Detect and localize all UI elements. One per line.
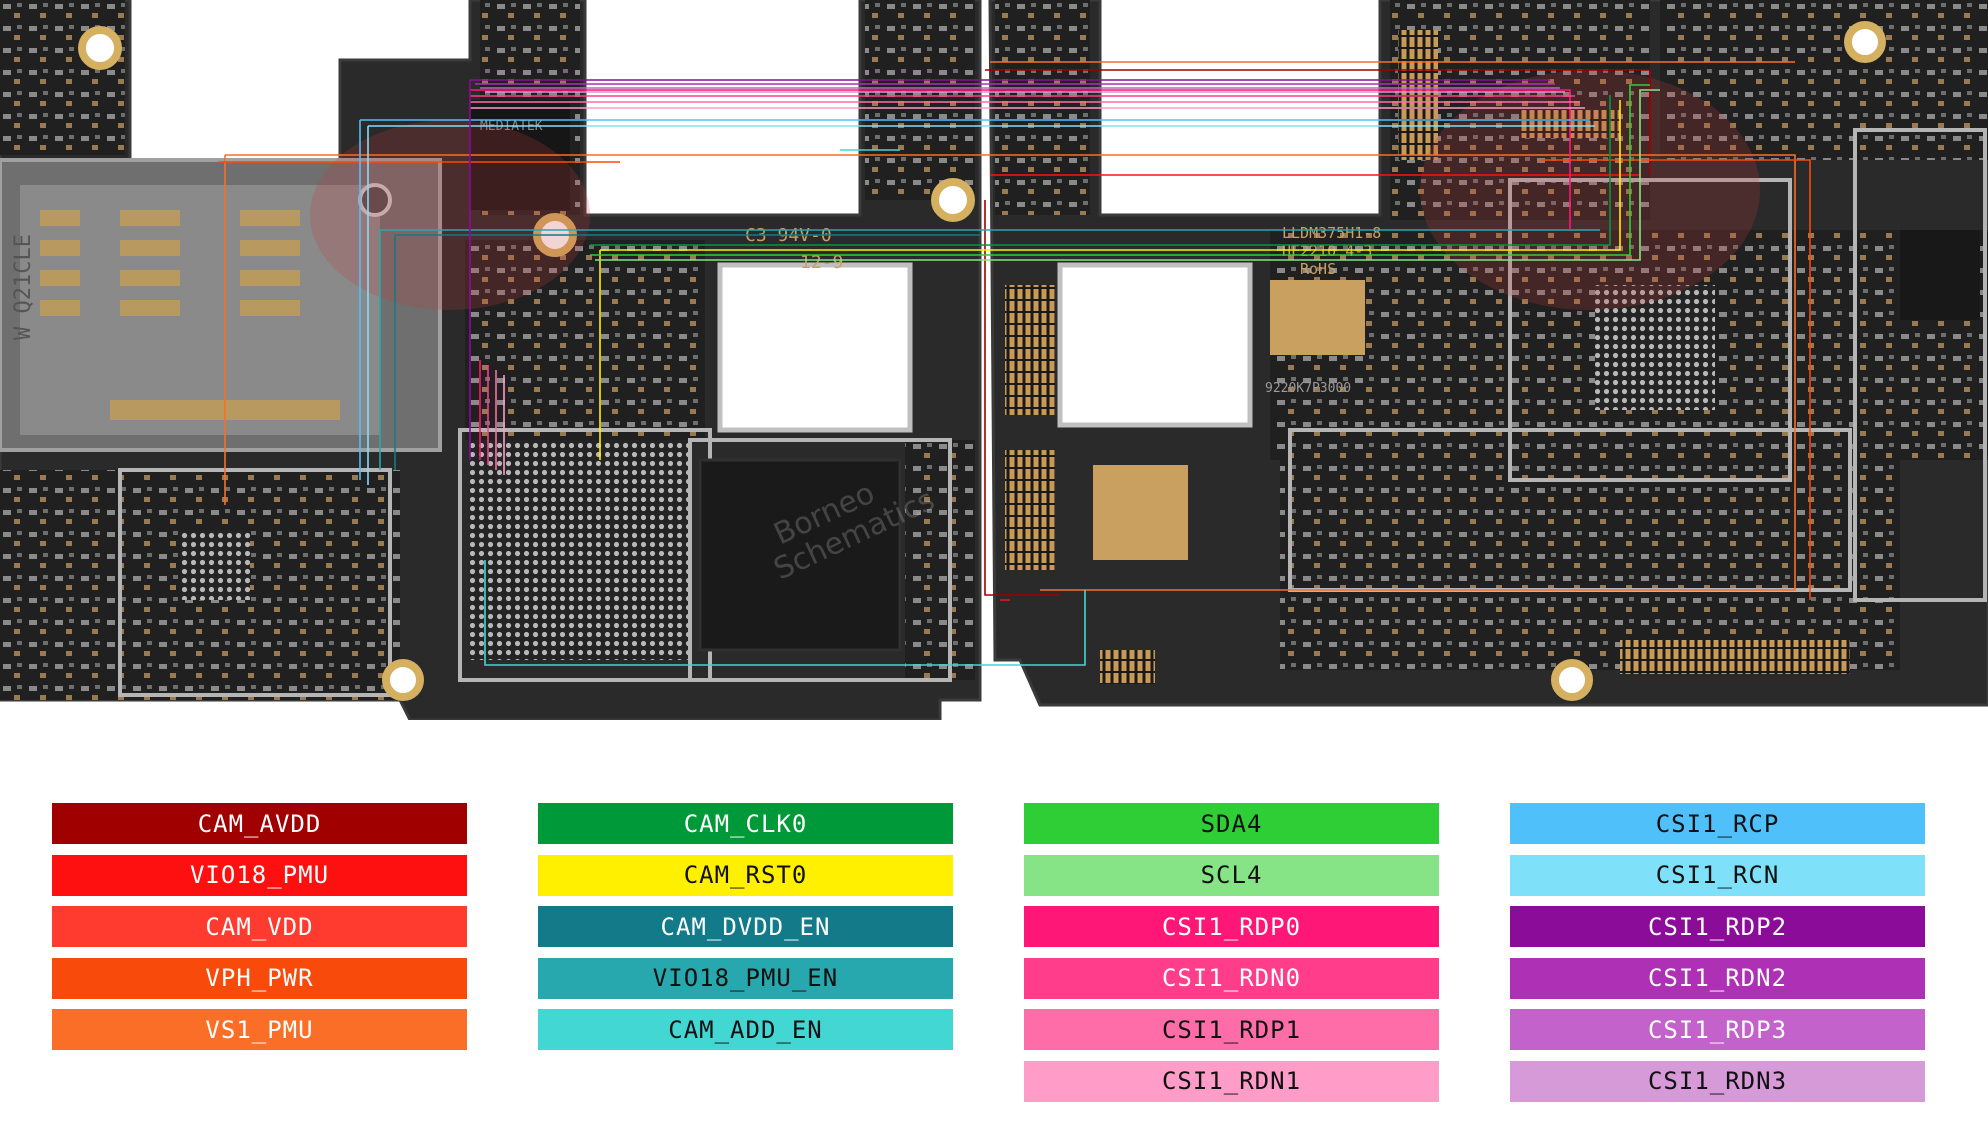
signal-traces [218,61,1811,666]
mount-hole [1844,21,1886,63]
smd-area-right-top-b [1660,0,1988,160]
left-board: MEDIATEK W Q21CLE C3 94V-0 12-9 [0,0,982,720]
trace-csi1-rdp0 [470,89,1571,460]
connector-bottom [1620,640,1850,674]
trace-vs1-pmu [224,61,1796,591]
legend-item-csi1-rdn1: CSI1_RDN1 [1024,1060,1439,1102]
trace-cam-rst0 [599,100,1621,460]
signal-legend: CAM_AVDD VIO18_PMU CAM_VDD VPH_PWR VS1_PMU CA… [0,790,1988,1120]
highlight-zone-left [310,120,590,310]
silkscreen-rohs: RoHS [1300,260,1336,278]
cutout-right [1057,262,1253,428]
legend-item-cam-vdd: CAM_VDD [52,906,467,947]
right-ic-shield [1508,178,1792,482]
connector-left-a [1005,285,1055,415]
connector-top [1398,30,1438,160]
legend-item-csi1-rdn0: CSI1_RDN0 [1024,957,1439,999]
legend-item-csi1-rdp3: CSI1_RDP3 [1510,1009,1925,1050]
trace-csi1-rdp1 [470,101,1580,470]
cutout-left [717,262,913,433]
smd-area-right-top [865,0,975,200]
legend-item-csi1-rdn3: CSI1_RDN3 [1510,1060,1925,1102]
mount-hole [931,178,975,222]
pmic-chip [180,530,250,600]
smd-area-middle [465,240,705,440]
trace-csi1-rcn [367,125,1595,485]
pcb-board-view: MEDIATEK W Q21CLE C3 94V-0 12-9 L [0,0,1988,720]
shield-pad-top [1270,280,1365,355]
connector-left-b [1005,450,1055,570]
right-ic [1595,285,1715,410]
lower-left-shield [118,468,392,697]
trace-csi1-rcp [359,119,1590,480]
trace-vio18-pmu-en [379,229,1600,470]
legend-item-cam-avdd: CAM_AVDD [52,803,467,844]
legend-item-sda4: SDA4 [1024,803,1439,844]
legend-item-vio18-pmu-en: VIO18_PMU_EN [538,957,953,999]
smd-area-right-bottom [905,440,975,680]
legend-item-cam-dvdd-en: CAM_DVDD_EN [538,906,953,947]
legend-item-csi1-rcp: CSI1_RCP [1510,803,1925,844]
trace-cam-avdd [984,69,1651,596]
memory-shield [688,438,952,682]
cpu-bga [470,440,690,660]
trace-csi1-rdn0 [470,95,1575,465]
legend-item-csi1-rdn2: CSI1_RDN2 [1510,957,1925,999]
smd-area-left-top [0,0,125,155]
silkscreen-date: 12-9 [800,252,843,273]
legend-item-vs1-pmu: VS1_PMU [52,1009,467,1050]
legend-item-csi1-rdp0: CSI1_RDP0 [1024,906,1439,947]
sim-tray-marking: W Q21CLE [11,234,36,340]
trace-csi1-rdn1 [470,107,1585,475]
far-right-shield [1853,128,1987,602]
trace-vio18-pmu [990,174,1640,601]
mount-hole [382,659,424,701]
silkscreen-serial: 9220K7P3000 [1265,381,1351,396]
legend-item-vio18-pmu: VIO18_PMU [52,854,467,896]
mount-hole [1551,659,1593,701]
legend-item-csi1-rcn: CSI1_RCN [1510,854,1925,896]
right-board: LLDM375H1-8 HF2210 4-3 RoHS 9220K7P3000 … [769,0,1988,707]
trace-cam-dvdd-en [394,234,980,470]
trace-cam-clk0 [590,95,1611,246]
highlight-zone-right [1420,70,1760,310]
smd-area-right-low [1280,430,1900,670]
trace-scl4 [595,89,1660,261]
memory-chip [698,458,902,652]
far-right-chip [1900,230,1980,320]
trace-sda4 [590,84,1650,256]
trace-cam-add-en [484,149,1086,666]
connector-bottom-small [1100,650,1155,684]
legend-item-cam-rst0: CAM_RST0 [538,854,953,896]
legend-item-csi1-rdp2: CSI1_RDP2 [1510,906,1925,947]
legend-item-vph-pwr: VPH_PWR [52,957,467,999]
shield-pad-bottom [1093,465,1188,560]
mount-hole [78,26,122,70]
sim-contacts [40,210,340,420]
legend-item-csi1-rdp1: CSI1_RDP1 [1024,1009,1439,1050]
silkscreen-lldm: LLDM375H1-8 [1282,224,1381,242]
legend-item-cam-add-en: CAM_ADD_EN [538,1009,953,1050]
trace-csi1-rdp2 [469,79,1550,460]
legend-item-cam-clk0: CAM_CLK0 [538,803,953,844]
legend-item-scl4: SCL4 [1024,854,1439,896]
